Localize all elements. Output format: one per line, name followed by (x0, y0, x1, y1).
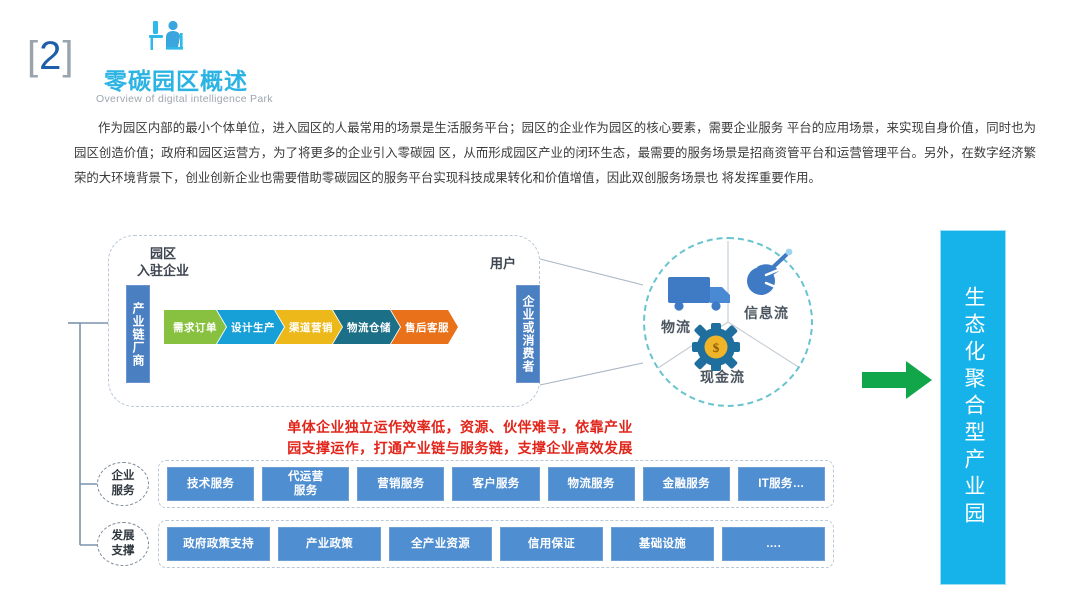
red-caption: 单体企业独立运作效率低，资源、伙伴难寻，依靠产业 园支撑运作，打通产业链与服务链… (260, 417, 660, 459)
chevron-step[interactable]: 渠道营销 (275, 310, 342, 344)
service-pill[interactable]: 营销服务 (357, 467, 445, 501)
service-pill[interactable]: 全产业资源 (389, 527, 492, 561)
page-number: [2] (27, 34, 75, 79)
person-at-desk-icon (149, 20, 183, 50)
service-pill[interactable]: 客户服务 (452, 467, 540, 501)
red-caption-line2: 园支撑运作，打通产业链与服务链，支撑企业高效发展 (287, 440, 633, 456)
ecosystem-banner: 生态化聚合型产业园 (940, 230, 1006, 585)
page-title: 零碳园区概述 (104, 68, 248, 94)
service-pill[interactable]: 技术服务 (167, 467, 255, 501)
service-pill[interactable]: 基础设施 (611, 527, 714, 561)
service-pill[interactable]: …. (722, 527, 825, 561)
service-pill[interactable]: 物流服务 (547, 467, 635, 501)
park-enterprise-label: 园区 入驻企业 (124, 245, 202, 279)
node-development-support-line1: 发展 (111, 530, 135, 542)
chevron-step[interactable]: 售后客服 (391, 310, 458, 344)
node-enterprise-service-line1: 企业 (111, 470, 135, 482)
page-subtitle: Overview of digital intelligence Park (96, 93, 273, 105)
circle-segment-information: 信息流 (744, 305, 789, 321)
node-development-support[interactable]: 发展 支撑 (97, 522, 149, 566)
value-chain-chevrons: 需求订单设计生产渠道营销物流仓储售后客服 (164, 310, 449, 344)
node-enterprise-service-line2: 服务 (111, 485, 135, 497)
park-label-line1: 园区 (149, 246, 176, 261)
service-pill[interactable]: 金融服务 (642, 467, 730, 501)
enterprise-consumer-box: 企业或消费者 (516, 285, 540, 383)
supply-chain-vendor-box: 产业链厂商 (126, 285, 150, 383)
service-pill[interactable]: 信用保证 (500, 527, 603, 561)
chevron-step[interactable]: 设计生产 (217, 310, 284, 344)
chevron-step[interactable]: 需求订单 (164, 310, 226, 344)
circle-segment-logistics: 物流 (661, 319, 691, 335)
bracket-open: [ (27, 34, 40, 78)
diagram-canvas: 园区 入驻企业 用户 产业链厂商 企业或消费者 需求订单设计生产渠道营销物流仓储… (0, 225, 1080, 595)
user-label: 用户 (489, 256, 516, 271)
service-pill[interactable]: 政府政策支持 (167, 527, 270, 561)
node-enterprise-service[interactable]: 企业 服务 (97, 462, 149, 506)
circle-segment-cashflow: 现金流 (700, 369, 745, 385)
node-development-support-line2: 支撑 (111, 545, 135, 557)
red-caption-line1: 单体企业独立运作效率低，资源、伙伴难寻，依靠产业 (287, 419, 633, 435)
development-support-row: 政府政策支持产业政策全产业资源信用保证基础设施…. (158, 520, 834, 568)
chevron-step[interactable]: 物流仓储 (333, 310, 400, 344)
flow-circle (643, 237, 813, 407)
park-label-line2: 入驻企业 (136, 263, 189, 278)
bracket-close: ] (62, 34, 75, 78)
service-pill[interactable]: 代运营服务 (262, 467, 350, 501)
page-number-value: 2 (39, 34, 63, 78)
service-pill[interactable]: 产业政策 (278, 527, 381, 561)
service-pill[interactable]: IT服务… (737, 467, 825, 501)
body-paragraph: 作为园区内部的最小个体单位，进入园区的人最常用的场景是生活服务平台；园区的企业作… (74, 121, 1036, 185)
ecosystem-banner-text: 生态化聚合型产业园 (962, 286, 985, 529)
